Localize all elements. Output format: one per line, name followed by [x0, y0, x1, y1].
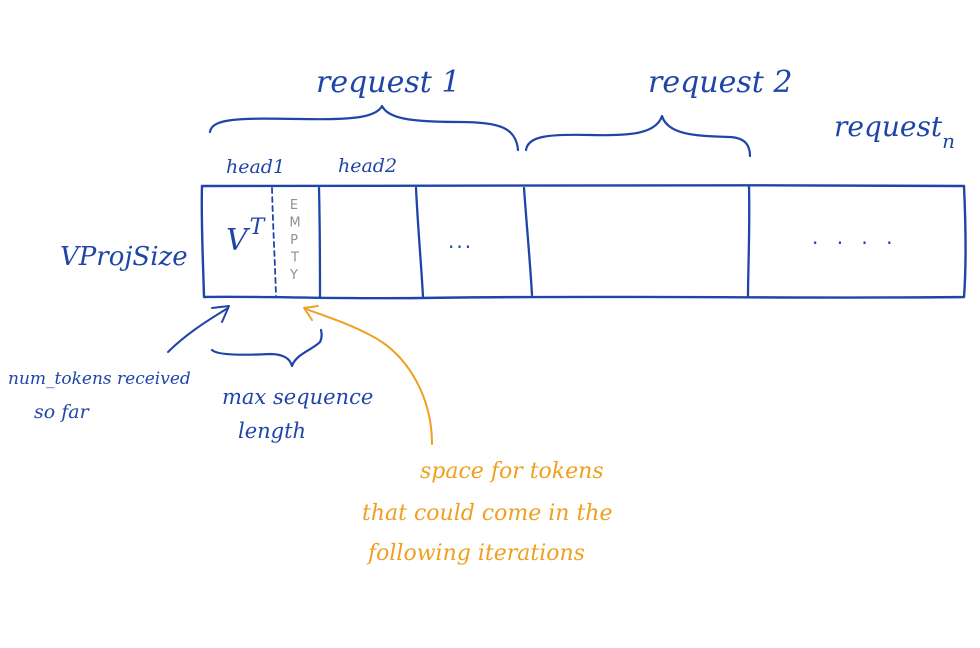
head-1-label: head1 — [226, 156, 285, 178]
dashed-token-boundary — [271, 187, 277, 298]
cache-buffer-outline — [200, 184, 967, 300]
request-1-label: request 1 — [316, 65, 460, 100]
ellipsis-request1: ... — [448, 229, 473, 253]
num-tokens-line-2: so far — [34, 401, 91, 423]
divider-request1-request2 — [522, 186, 534, 297]
num-tokens-arrowhead — [211, 305, 230, 323]
empty-letter: Y — [289, 268, 298, 283]
v-transpose-base: V — [226, 223, 251, 258]
space-line-2: that could come in the — [362, 501, 612, 526]
num-tokens-line-1: num_tokens received — [8, 369, 191, 389]
space-arrow — [305, 308, 433, 445]
request-2-brace — [524, 114, 752, 158]
max-sequence-line-2: length — [238, 419, 306, 443]
v-transpose-superscript: T — [250, 215, 267, 240]
space-arrowhead — [303, 305, 319, 321]
vprojsize-label: VProjSize — [60, 242, 188, 272]
v-transpose-label: VT — [226, 215, 267, 258]
num-tokens-arrow — [167, 307, 229, 353]
divider-head2-ellipsis — [414, 186, 425, 299]
max-sequence-brace — [210, 328, 323, 368]
space-line-1: space for tokens — [420, 459, 604, 484]
divider-head1-head2 — [317, 186, 322, 299]
head-2-label: head2 — [338, 155, 397, 177]
request-1-brace — [208, 104, 520, 152]
request-n-label: requestn — [834, 110, 955, 153]
ellipsis-requestn: . . . . — [812, 225, 899, 249]
empty-letter: P — [290, 233, 298, 248]
max-sequence-line-1: max sequence — [222, 385, 373, 409]
request-2-label: request 2 — [648, 65, 792, 100]
space-line-3: following iterations — [366, 541, 585, 566]
empty-letter: E — [290, 198, 298, 213]
request-n-subscript: n — [942, 129, 955, 153]
divider-request2-requestn — [746, 184, 751, 299]
request-n-base: request — [834, 110, 943, 143]
empty-letter: T — [290, 251, 299, 266]
empty-letter: M — [289, 216, 300, 231]
